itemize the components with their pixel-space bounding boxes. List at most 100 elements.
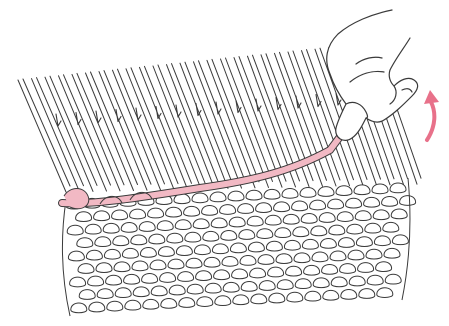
stitch-loop bbox=[160, 273, 176, 283]
stitch-loop bbox=[377, 288, 393, 298]
stitch-loop bbox=[247, 216, 263, 226]
stitch-loop bbox=[71, 303, 87, 313]
stitch-loop bbox=[78, 264, 94, 274]
stitch-loop bbox=[338, 238, 354, 248]
stitch-loop bbox=[149, 234, 165, 244]
stitch-loop bbox=[76, 212, 92, 222]
stitch-loop bbox=[305, 291, 321, 301]
stitch-loop bbox=[132, 261, 148, 271]
stitch-loop bbox=[211, 218, 227, 228]
stitch-loop bbox=[312, 252, 328, 262]
stitch-loop bbox=[295, 279, 311, 289]
stitch-loop bbox=[175, 220, 191, 230]
stitch-loop bbox=[275, 228, 291, 238]
stitch-loop bbox=[382, 196, 398, 206]
stitch-loop bbox=[300, 188, 316, 198]
stitch-loop bbox=[222, 256, 238, 266]
stitch-loop bbox=[331, 277, 347, 287]
stitch-loop bbox=[323, 290, 339, 300]
stitch-loop bbox=[241, 281, 257, 291]
stitch-loop bbox=[185, 232, 201, 242]
stitch-loop bbox=[85, 224, 101, 234]
stitch-loop bbox=[215, 296, 231, 306]
stitch-loop bbox=[264, 189, 280, 199]
stitch-loop bbox=[400, 196, 416, 206]
stitch-loop bbox=[229, 217, 245, 227]
stitch-loop bbox=[277, 280, 293, 290]
stitch-loop bbox=[113, 236, 129, 246]
stitch-loop bbox=[230, 243, 246, 253]
stitch-loop bbox=[114, 262, 130, 272]
stitch-loop bbox=[248, 242, 264, 252]
stitch-loop bbox=[336, 186, 352, 196]
stitch-loop bbox=[124, 274, 140, 284]
stitch-loop bbox=[187, 284, 203, 294]
stitch-loop bbox=[349, 276, 365, 286]
stitch-loop bbox=[240, 256, 256, 266]
stitch-loop bbox=[358, 263, 374, 273]
stitch-loop bbox=[70, 277, 86, 287]
stitch-loop bbox=[157, 221, 173, 231]
stitch-loop bbox=[103, 223, 119, 233]
stitch-loop bbox=[238, 204, 254, 214]
stitch-loop bbox=[220, 205, 236, 215]
stitch-loop bbox=[391, 209, 407, 219]
stitch-loop bbox=[266, 241, 282, 251]
stitch-loop bbox=[161, 299, 177, 309]
stitch-loop bbox=[106, 275, 122, 285]
stitch-loop bbox=[151, 286, 167, 296]
stitch-loop bbox=[319, 213, 335, 223]
stitch-loop bbox=[341, 290, 357, 300]
stitch-loop bbox=[356, 237, 372, 247]
stitch-loop bbox=[214, 270, 230, 280]
stitch-loop bbox=[139, 222, 155, 232]
stitch-loop bbox=[282, 188, 298, 198]
stitch-loop bbox=[115, 288, 131, 298]
stitch-loop bbox=[311, 226, 327, 236]
stitch-loop bbox=[354, 185, 370, 195]
stitch-loop bbox=[228, 191, 244, 201]
stitch-loop bbox=[340, 264, 356, 274]
stitch-loop bbox=[366, 249, 382, 259]
stitch-loop bbox=[121, 222, 137, 232]
stitch-loop bbox=[302, 239, 318, 249]
stitch-loop bbox=[95, 237, 111, 247]
stitch-loop bbox=[347, 224, 363, 234]
stitch-loop bbox=[329, 225, 345, 235]
stitch-loop bbox=[328, 199, 344, 209]
stitch-loop bbox=[104, 249, 120, 259]
stitch-loop bbox=[348, 250, 364, 260]
stitch-loop bbox=[284, 240, 300, 250]
stitch-loop bbox=[313, 278, 329, 288]
stitch-loop bbox=[94, 211, 110, 221]
stitch-loop bbox=[276, 254, 292, 264]
stitch-loop bbox=[318, 187, 334, 197]
stitch-loop bbox=[250, 268, 266, 278]
stitch-loop bbox=[274, 202, 290, 212]
stitch-loop bbox=[96, 263, 112, 273]
stitch-loop bbox=[286, 266, 302, 276]
stitch-loop bbox=[330, 251, 346, 261]
stitch-loop bbox=[367, 275, 383, 285]
stitch-loop bbox=[384, 248, 400, 258]
stitch-loop bbox=[130, 209, 146, 219]
stitch-loop bbox=[372, 184, 388, 194]
stitch-loop bbox=[204, 257, 220, 267]
stitch-loop bbox=[131, 235, 147, 245]
stitch-loop bbox=[390, 183, 406, 193]
stitch-loop bbox=[168, 259, 184, 269]
stitch-loop bbox=[68, 251, 84, 261]
stitch-loop bbox=[268, 267, 284, 277]
stitch-loop bbox=[196, 271, 212, 281]
stitch-loop bbox=[179, 298, 195, 308]
stitch-loop bbox=[176, 246, 192, 256]
stitch-loop bbox=[232, 269, 248, 279]
stitch-loop bbox=[239, 230, 255, 240]
stitch-loop bbox=[169, 285, 185, 295]
stitch-loop bbox=[79, 290, 95, 300]
stitch-loop bbox=[346, 198, 362, 208]
stitch-loop bbox=[205, 283, 221, 293]
stitch-loop bbox=[148, 208, 164, 218]
stitch-loop bbox=[385, 274, 401, 284]
stitch-loop bbox=[223, 282, 239, 292]
